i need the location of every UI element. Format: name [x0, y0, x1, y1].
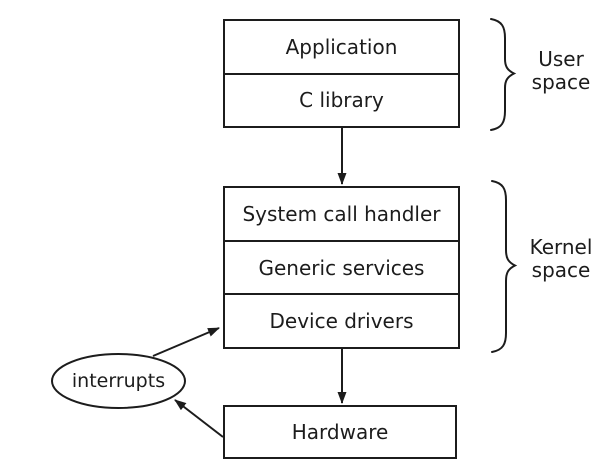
interrupts-label: interrupts: [71, 370, 166, 392]
kernel-space-box: System call handler Generic services Dev…: [223, 186, 460, 349]
layer-system-call-handler: System call handler: [242, 201, 441, 226]
arrow-interrupts-to-drivers: [152, 327, 220, 357]
layer-application: Application: [285, 34, 398, 59]
kernel-space-label: Kernel space: [529, 235, 593, 282]
layer-generic-services: Generic services: [225, 239, 458, 294]
user-space-label: User space: [531, 47, 591, 94]
layer-device-drivers: Device drivers: [225, 293, 458, 347]
arrow-hardware-to-interrupts: [174, 399, 224, 438]
layer-c-library: C library: [225, 72, 458, 127]
user-space-box: Application C library: [223, 19, 460, 128]
kernel-space-brace: [491, 180, 518, 353]
hardware-box: Hardware: [223, 405, 457, 459]
user-space-brace: [490, 18, 517, 131]
interrupts-ellipse: [51, 353, 186, 409]
